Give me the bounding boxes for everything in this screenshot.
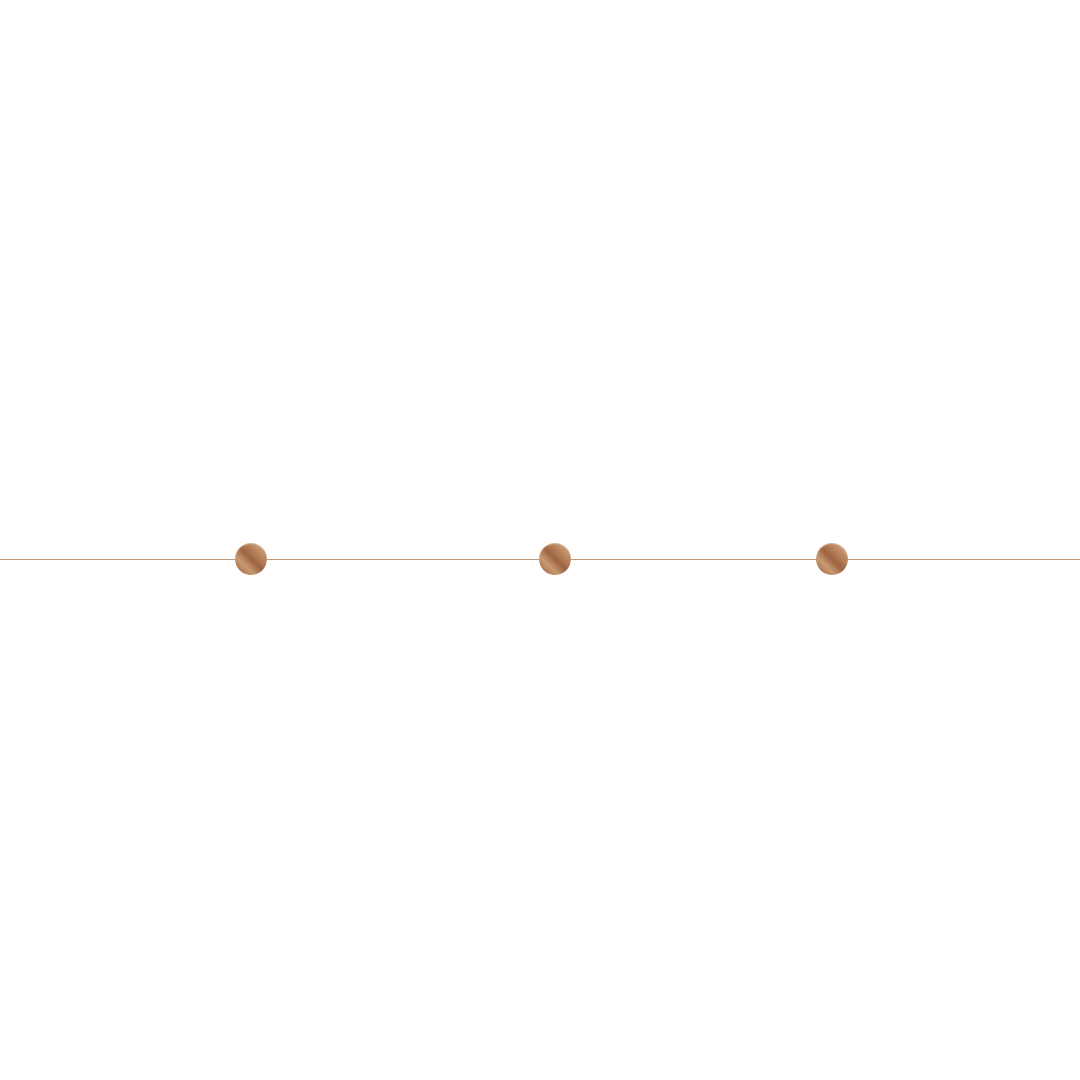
timeline-node-2-icon <box>539 543 571 575</box>
timeline-node-1-icon <box>235 543 267 575</box>
timeline-node-3-icon <box>816 543 848 575</box>
